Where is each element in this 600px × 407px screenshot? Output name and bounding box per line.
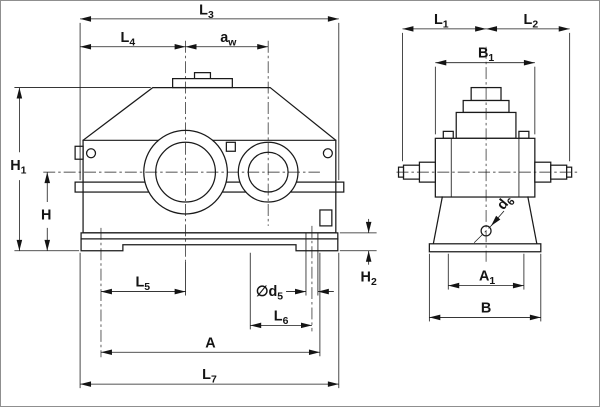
- dim-label-d5: ∅d5: [256, 284, 283, 302]
- dim-B: B: [429, 300, 541, 321]
- dim-L6: L6: [250, 308, 312, 329]
- front-housing: [74, 72, 345, 252]
- dim-L2: L2: [486, 12, 570, 32]
- dim-d5: ∅d5: [256, 284, 334, 303]
- flange-bolt-hole-right: [322, 148, 333, 159]
- dim-label-H: H: [41, 207, 51, 223]
- side-base-flange: [428, 243, 542, 253]
- mesh-cover: [225, 141, 236, 152]
- dim-L4: L4: [80, 30, 186, 50]
- dim-aw: aw: [185, 30, 269, 50]
- dim-label-L7: L7: [202, 367, 217, 385]
- dim-label-aw: aw: [220, 30, 237, 48]
- oil-gauge: [319, 209, 333, 227]
- dim-label-H1: H1: [10, 158, 26, 176]
- inspection-cover: [172, 77, 233, 89]
- front-centerlines: [43, 40, 320, 358]
- cover-knob: [193, 72, 212, 80]
- dim-label-L4: L4: [121, 30, 136, 48]
- dim-A1: A1: [448, 269, 524, 289]
- dim-H: H: [41, 172, 51, 251]
- left-lug: [74, 145, 84, 160]
- side-housing: [397, 86, 573, 253]
- dim-label-H2: H2: [361, 270, 377, 288]
- dim-label-B1: B1: [478, 46, 494, 64]
- dim-label-L6: L6: [274, 308, 289, 326]
- base-slant-right: [527, 196, 538, 245]
- shoulder-bolt-left: [442, 130, 454, 139]
- shoulder-bolt-right: [518, 130, 530, 139]
- flange-bolt-hole-left: [85, 148, 97, 159]
- dim-A: A: [100, 335, 320, 356]
- front-extension-lines: [14, 22, 377, 389]
- side-body: [434, 137, 536, 198]
- dim-H2: H2: [361, 218, 377, 288]
- dim-label-L2: L2: [524, 12, 539, 30]
- side-extension-lines: [402, 32, 571, 322]
- dim-L5: L5: [100, 275, 186, 295]
- dim-label-L1: L1: [434, 12, 449, 30]
- dim-label-L3: L3: [199, 2, 214, 20]
- dim-label-A: A: [205, 335, 216, 351]
- dim-label-B: B: [481, 300, 491, 316]
- front-view: L3 L4 aw H1 H H2 L5: [10, 2, 377, 389]
- dim-H1: H1: [10, 87, 27, 251]
- dim-label-L5: L5: [135, 275, 150, 293]
- base-slant-left: [432, 196, 444, 245]
- dim-label-A1: A1: [479, 269, 495, 287]
- dim-L3: L3: [80, 2, 339, 22]
- base-flange: [80, 232, 339, 252]
- dim-L1: L1: [402, 12, 487, 32]
- dim-B1: B1: [435, 46, 535, 66]
- side-view: L1 L2 B1 d6 A1 B: [396, 12, 579, 322]
- dim-L7: L7: [80, 367, 339, 387]
